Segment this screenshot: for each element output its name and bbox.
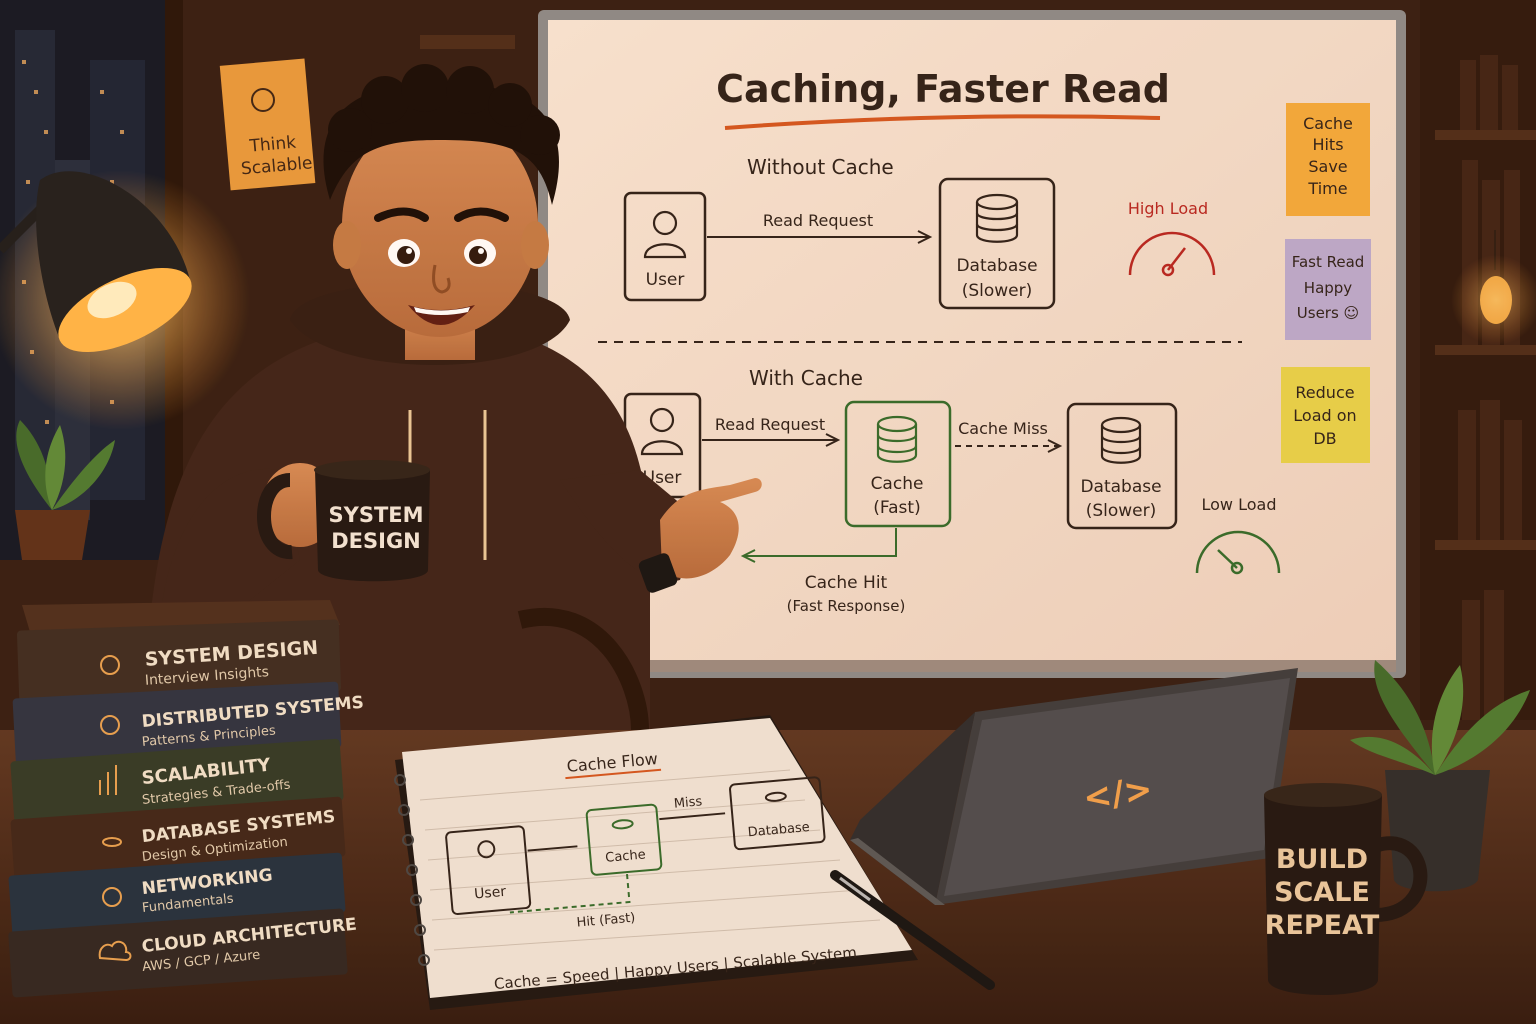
without-cache-db-box [938, 177, 1056, 310]
without-cache-user-box [623, 191, 707, 302]
globe-icon [102, 887, 122, 907]
database-icon [102, 837, 122, 847]
book-1: SYSTEM DESIGN Interview Insights [16, 600, 342, 703]
notebook-cache-box [585, 803, 663, 876]
code-icon: </> [1081, 769, 1155, 818]
notebook-cache-label: Cache [605, 847, 647, 865]
note3-line3: DB [1313, 429, 1336, 448]
cache-box [844, 400, 952, 528]
note2-line1: Fast Read [1292, 253, 1365, 271]
low-load-gauge-icon [1195, 530, 1281, 575]
mug-build-scale-repeat: BUILD SCALE REPEAT [1264, 783, 1428, 995]
note1-line3: Save [1308, 157, 1347, 176]
wristwatch [638, 553, 678, 593]
without-cache-heading: Without Cache [747, 155, 894, 179]
whiteboard-title: Caching, Faster Read [716, 67, 1170, 111]
book-4: DATABASE SYSTEMS Design & Optimization [10, 796, 346, 880]
laptop: </> [850, 668, 1298, 905]
cache-database-icon [876, 415, 918, 463]
note2-line2: Happy [1304, 279, 1353, 297]
without-cache-user-label: User [646, 270, 685, 290]
face [342, 113, 538, 337]
without-cache-arrow-label: Read Request [763, 211, 873, 230]
user-icon [640, 407, 684, 456]
mug-right-line1: BUILD [1276, 844, 1368, 875]
plant-left [15, 420, 115, 560]
cache-miss-label: Cache Miss [958, 419, 1048, 438]
note1-line4: Time [1307, 179, 1347, 198]
notebook: Cache Flow User Cache Miss Database Hit … [394, 715, 918, 1010]
cache-database-icon [611, 819, 634, 830]
note1-line2: Hits [1312, 135, 1343, 154]
notebook-miss-label: Miss [673, 794, 703, 811]
network-icon [100, 715, 120, 735]
note2-line3: Users ☺ [1297, 304, 1359, 322]
mug-right-line2: SCALE [1274, 877, 1370, 908]
high-load-gauge-icon [1128, 231, 1216, 277]
notebook-hit-label: Hit (Fast) [576, 911, 636, 931]
notebook-user-label: User [474, 884, 507, 903]
sticky-note-3: Reduce Load on DB [1281, 367, 1370, 463]
sticky-note-2: Fast Read Happy Users ☺ [1285, 239, 1371, 340]
notebook-db-box [729, 776, 826, 851]
mug-system-design: SYSTEM DESIGN [257, 460, 430, 582]
cache-hit-line2: (Fast Response) [787, 597, 906, 615]
high-load-label: High Load [1128, 199, 1208, 218]
user-icon [643, 210, 687, 259]
lightbulb-icon [251, 88, 275, 112]
with-cache-heading: With Cache [749, 366, 863, 390]
database-icon [764, 791, 787, 802]
book-stack: SYSTEM DESIGN Interview Insights DISTRIB… [8, 600, 365, 998]
note3-line2: Load on [1293, 406, 1356, 425]
user-icon [477, 840, 496, 859]
right-bookshelf [1420, 0, 1536, 720]
sticky-note-1: Cache Hits Save Time [1286, 103, 1370, 216]
cloud-icon [98, 940, 132, 962]
whiteboard: Caching, Faster Read Without Cache User … [538, 10, 1406, 678]
mug-left-line1: SYSTEM [328, 503, 423, 527]
notebook-db-label: Database [747, 820, 810, 840]
desk-lamp [0, 170, 250, 430]
mug-left-line2: DESIGN [331, 529, 421, 553]
network-icon [100, 655, 120, 675]
database-icon [1100, 416, 1142, 464]
book-6: CLOUD ARCHITECTURE AWS / GCP / Azure [8, 908, 358, 998]
think-scalable-poster: Think Scalable [219, 58, 316, 191]
cache-line1: Cache [871, 474, 924, 494]
low-load-label: Low Load [1202, 495, 1277, 514]
without-cache-db-line2: (Slower) [962, 281, 1033, 301]
cache-hit-line1: Cache Hit [805, 573, 888, 593]
with-cache-db-line1: Database [1080, 477, 1161, 497]
with-cache-db-line2: (Slower) [1086, 501, 1157, 521]
poster-line1: Think [248, 133, 297, 157]
growth-chart-icon [99, 765, 117, 795]
with-cache-db-box [1066, 402, 1178, 530]
book-2: DISTRIBUTED SYSTEMS Patterns & Principle… [12, 681, 365, 765]
notebook-user-box [445, 825, 532, 916]
cache-line2: (Fast) [873, 498, 920, 518]
note1-line1: Cache [1303, 114, 1353, 133]
pen [830, 870, 995, 990]
note3-line1: Reduce [1295, 383, 1354, 402]
pointing-hand [660, 478, 762, 579]
mug-right-line3: REPEAT [1265, 910, 1380, 941]
without-cache-db-line1: Database [956, 256, 1037, 276]
database-icon [975, 193, 1019, 243]
with-cache-arrow-label: Read Request [715, 415, 825, 434]
